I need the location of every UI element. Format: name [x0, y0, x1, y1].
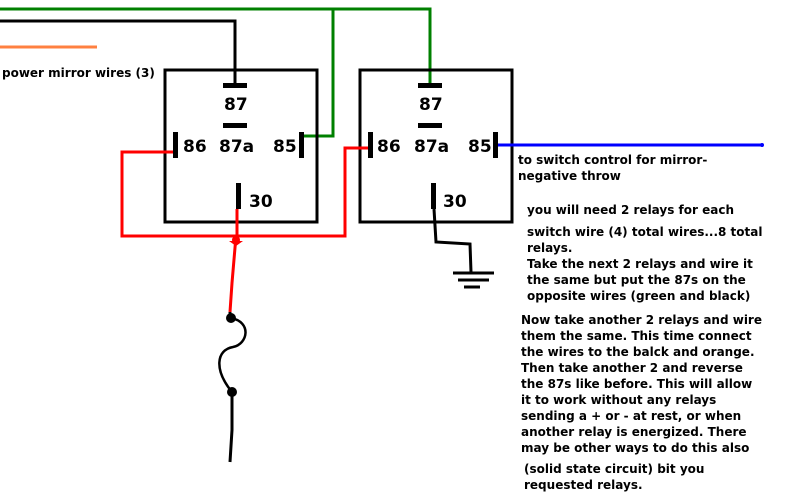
- note-2-line: another relay is energized. There: [521, 425, 747, 439]
- relay-2-pin85-bar: [493, 132, 498, 158]
- relay-1-pin87-bar: [223, 83, 247, 88]
- relay-1-pin86-label: 86: [183, 137, 207, 157]
- relay-2-pin85-label: 85: [468, 137, 492, 157]
- relay-1-pin87a-bar: [223, 123, 247, 128]
- red-wire-to-fuse: [228, 235, 238, 313]
- ground-wire: [432, 208, 473, 273]
- relay-2-pin87-label: 87: [419, 95, 443, 115]
- relay-2-pin87a-bar: [418, 123, 442, 128]
- relay-2-pin30-bar: [431, 183, 436, 209]
- switch-label-line2: negative throw: [518, 169, 621, 183]
- relay-1-pin87-label: 87: [224, 95, 248, 115]
- note-1-line: Take the next 2 relays and wire it: [527, 257, 753, 271]
- relay-1-body: [163, 68, 319, 224]
- relay-2-pin86-label: 86: [377, 137, 401, 157]
- fuse-element: [218, 316, 247, 393]
- note-2-line: them the same. This time connect: [521, 329, 752, 343]
- switch-label-line1: to switch control for mirror-: [518, 153, 707, 167]
- relay-1-pin85-bar: [299, 132, 304, 158]
- relay-2-pin87a-label: 87a: [414, 137, 449, 157]
- power-mirror-wires-label: power mirror wires (3): [2, 66, 155, 80]
- relay-2-pin30-label: 30: [443, 192, 467, 212]
- note-2-line: the 87s like before. This will allow: [521, 377, 752, 391]
- relay-2-pin86-bar: [368, 132, 373, 158]
- note-1-line: the same but put the 87s on the: [527, 273, 746, 287]
- red-wire-relay1-86: [120, 146, 368, 238]
- note-block-1: you will need 2 relays for each switch w…: [527, 203, 762, 303]
- relay-1-pin85-label: 85: [273, 137, 297, 157]
- note-block-2: Now take another 2 relays and wire them …: [521, 313, 762, 492]
- black-wire: [0, 19, 237, 88]
- note-2-line: sending a + or - at rest, or when: [521, 409, 741, 423]
- note-2-line: Then take another 2 and reverse: [521, 361, 743, 375]
- green-wire-to-pin85: [304, 9, 335, 138]
- note-2-line: (solid state circuit) bit you: [524, 462, 704, 476]
- green-wire-top: [0, 7, 432, 88]
- junction-dot: [232, 236, 240, 244]
- relay-2-pin87-bar: [418, 83, 442, 88]
- relay-1-pin86-bar: [173, 132, 178, 158]
- relay-1-pin30-bar: [236, 183, 241, 209]
- note-1-line: relays.: [527, 241, 572, 255]
- note-2-line: it to work without any relays: [521, 393, 716, 407]
- note-1-line: switch wire (4) total wires...8 total: [527, 225, 762, 239]
- note-2-line: the wires to the balck and orange.: [521, 345, 755, 359]
- relay-1-pin87a-label: 87a: [219, 137, 254, 157]
- relay-1-pin30-label: 30: [249, 192, 273, 212]
- note-2-line: requested relays.: [524, 478, 643, 492]
- note-1-line: opposite wires (green and black): [527, 289, 750, 303]
- note-2-line: may be other ways to do this also: [521, 441, 749, 455]
- blue-wire-end: [760, 143, 764, 147]
- fuse-lead-bottom: [228, 392, 234, 463]
- note-2-line: Now take another 2 relays and wire: [521, 313, 762, 327]
- note-1-line: you will need 2 relays for each: [527, 203, 734, 217]
